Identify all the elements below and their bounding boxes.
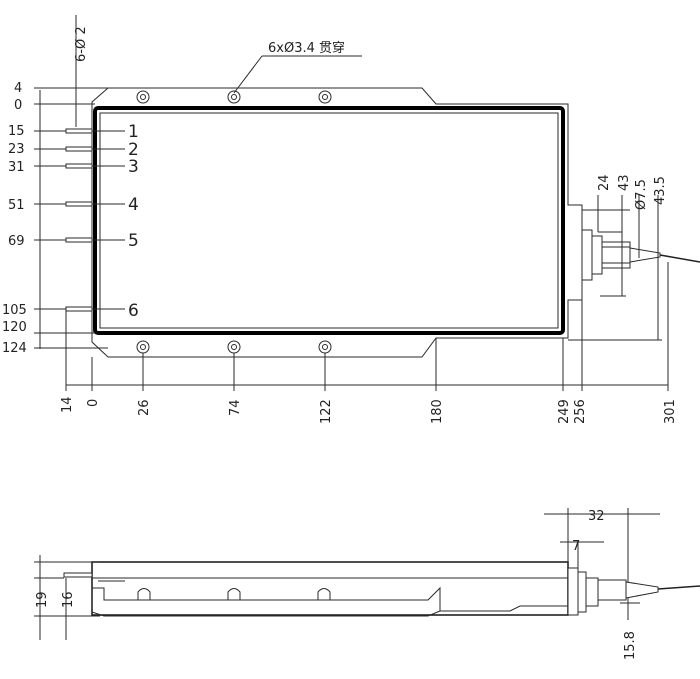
cavity-inner bbox=[99, 112, 559, 329]
mount-hole bbox=[136, 340, 150, 354]
dim-label: 122 bbox=[319, 399, 334, 424]
pin bbox=[65, 201, 93, 207]
dim-label: 74 bbox=[228, 399, 243, 416]
dim-label: 69 bbox=[8, 234, 25, 249]
dim-label: 249 bbox=[557, 399, 572, 424]
dim-label: 19 bbox=[35, 591, 50, 608]
side-view: 19 16 32 7 15.8 bbox=[34, 508, 700, 660]
mount-hole bbox=[318, 340, 332, 354]
pin-number: 4 bbox=[128, 195, 139, 215]
side-body bbox=[91, 561, 569, 616]
dim-label: 24 bbox=[597, 174, 612, 191]
dim-label: 32 bbox=[588, 509, 605, 524]
pin bbox=[65, 146, 93, 152]
dim-label: 4 bbox=[14, 81, 22, 96]
pin-number: 1 bbox=[128, 122, 139, 142]
pin bbox=[65, 163, 93, 169]
pin bbox=[65, 237, 93, 243]
pin-number: 2 bbox=[128, 140, 139, 160]
dim-label: 105 bbox=[2, 303, 27, 318]
dim-label: 0 bbox=[86, 399, 101, 407]
pin-callout: 6-Ø 2 bbox=[74, 26, 89, 62]
mount-hole bbox=[227, 90, 241, 104]
pin bbox=[65, 128, 93, 134]
cavity-frame bbox=[93, 106, 565, 335]
pin bbox=[65, 306, 93, 312]
dim-label: 31 bbox=[8, 160, 25, 175]
pin-number: 3 bbox=[128, 157, 139, 177]
dim-label: 43.5 bbox=[653, 176, 668, 205]
dim-label: 23 bbox=[8, 142, 25, 157]
dim-label: 256 bbox=[573, 399, 588, 424]
dim-label: 180 bbox=[430, 399, 445, 424]
dim-label: 26 bbox=[137, 399, 152, 416]
mount-hole bbox=[227, 340, 241, 354]
dim-label: 0 bbox=[14, 98, 22, 113]
top-view: 1 2 3 4 5 6 6xØ3.4 贯穿 6-Ø 2 bbox=[2, 15, 700, 424]
dim-label: 120 bbox=[2, 320, 27, 335]
fiber-connector bbox=[581, 229, 700, 281]
dim-label: Ø7.5 bbox=[634, 179, 649, 210]
dim-label: 124 bbox=[2, 341, 27, 356]
dim-label: 7 bbox=[572, 539, 580, 554]
dim-label: 15 bbox=[8, 124, 25, 139]
pin-number: 5 bbox=[128, 231, 139, 251]
dim-label: 15.8 bbox=[623, 631, 638, 660]
hole-callout: 6xØ3.4 贯穿 bbox=[268, 40, 345, 56]
flange-outline bbox=[91, 87, 583, 358]
mount-hole bbox=[136, 90, 150, 104]
dim-label: 14 bbox=[60, 396, 75, 413]
dim-label: 301 bbox=[663, 399, 678, 424]
dim-label: 16 bbox=[61, 591, 76, 608]
pin-number: 6 bbox=[128, 301, 139, 321]
mount-hole bbox=[318, 90, 332, 104]
dim-label: 51 bbox=[8, 198, 25, 213]
dim-label: 43 bbox=[617, 174, 632, 191]
